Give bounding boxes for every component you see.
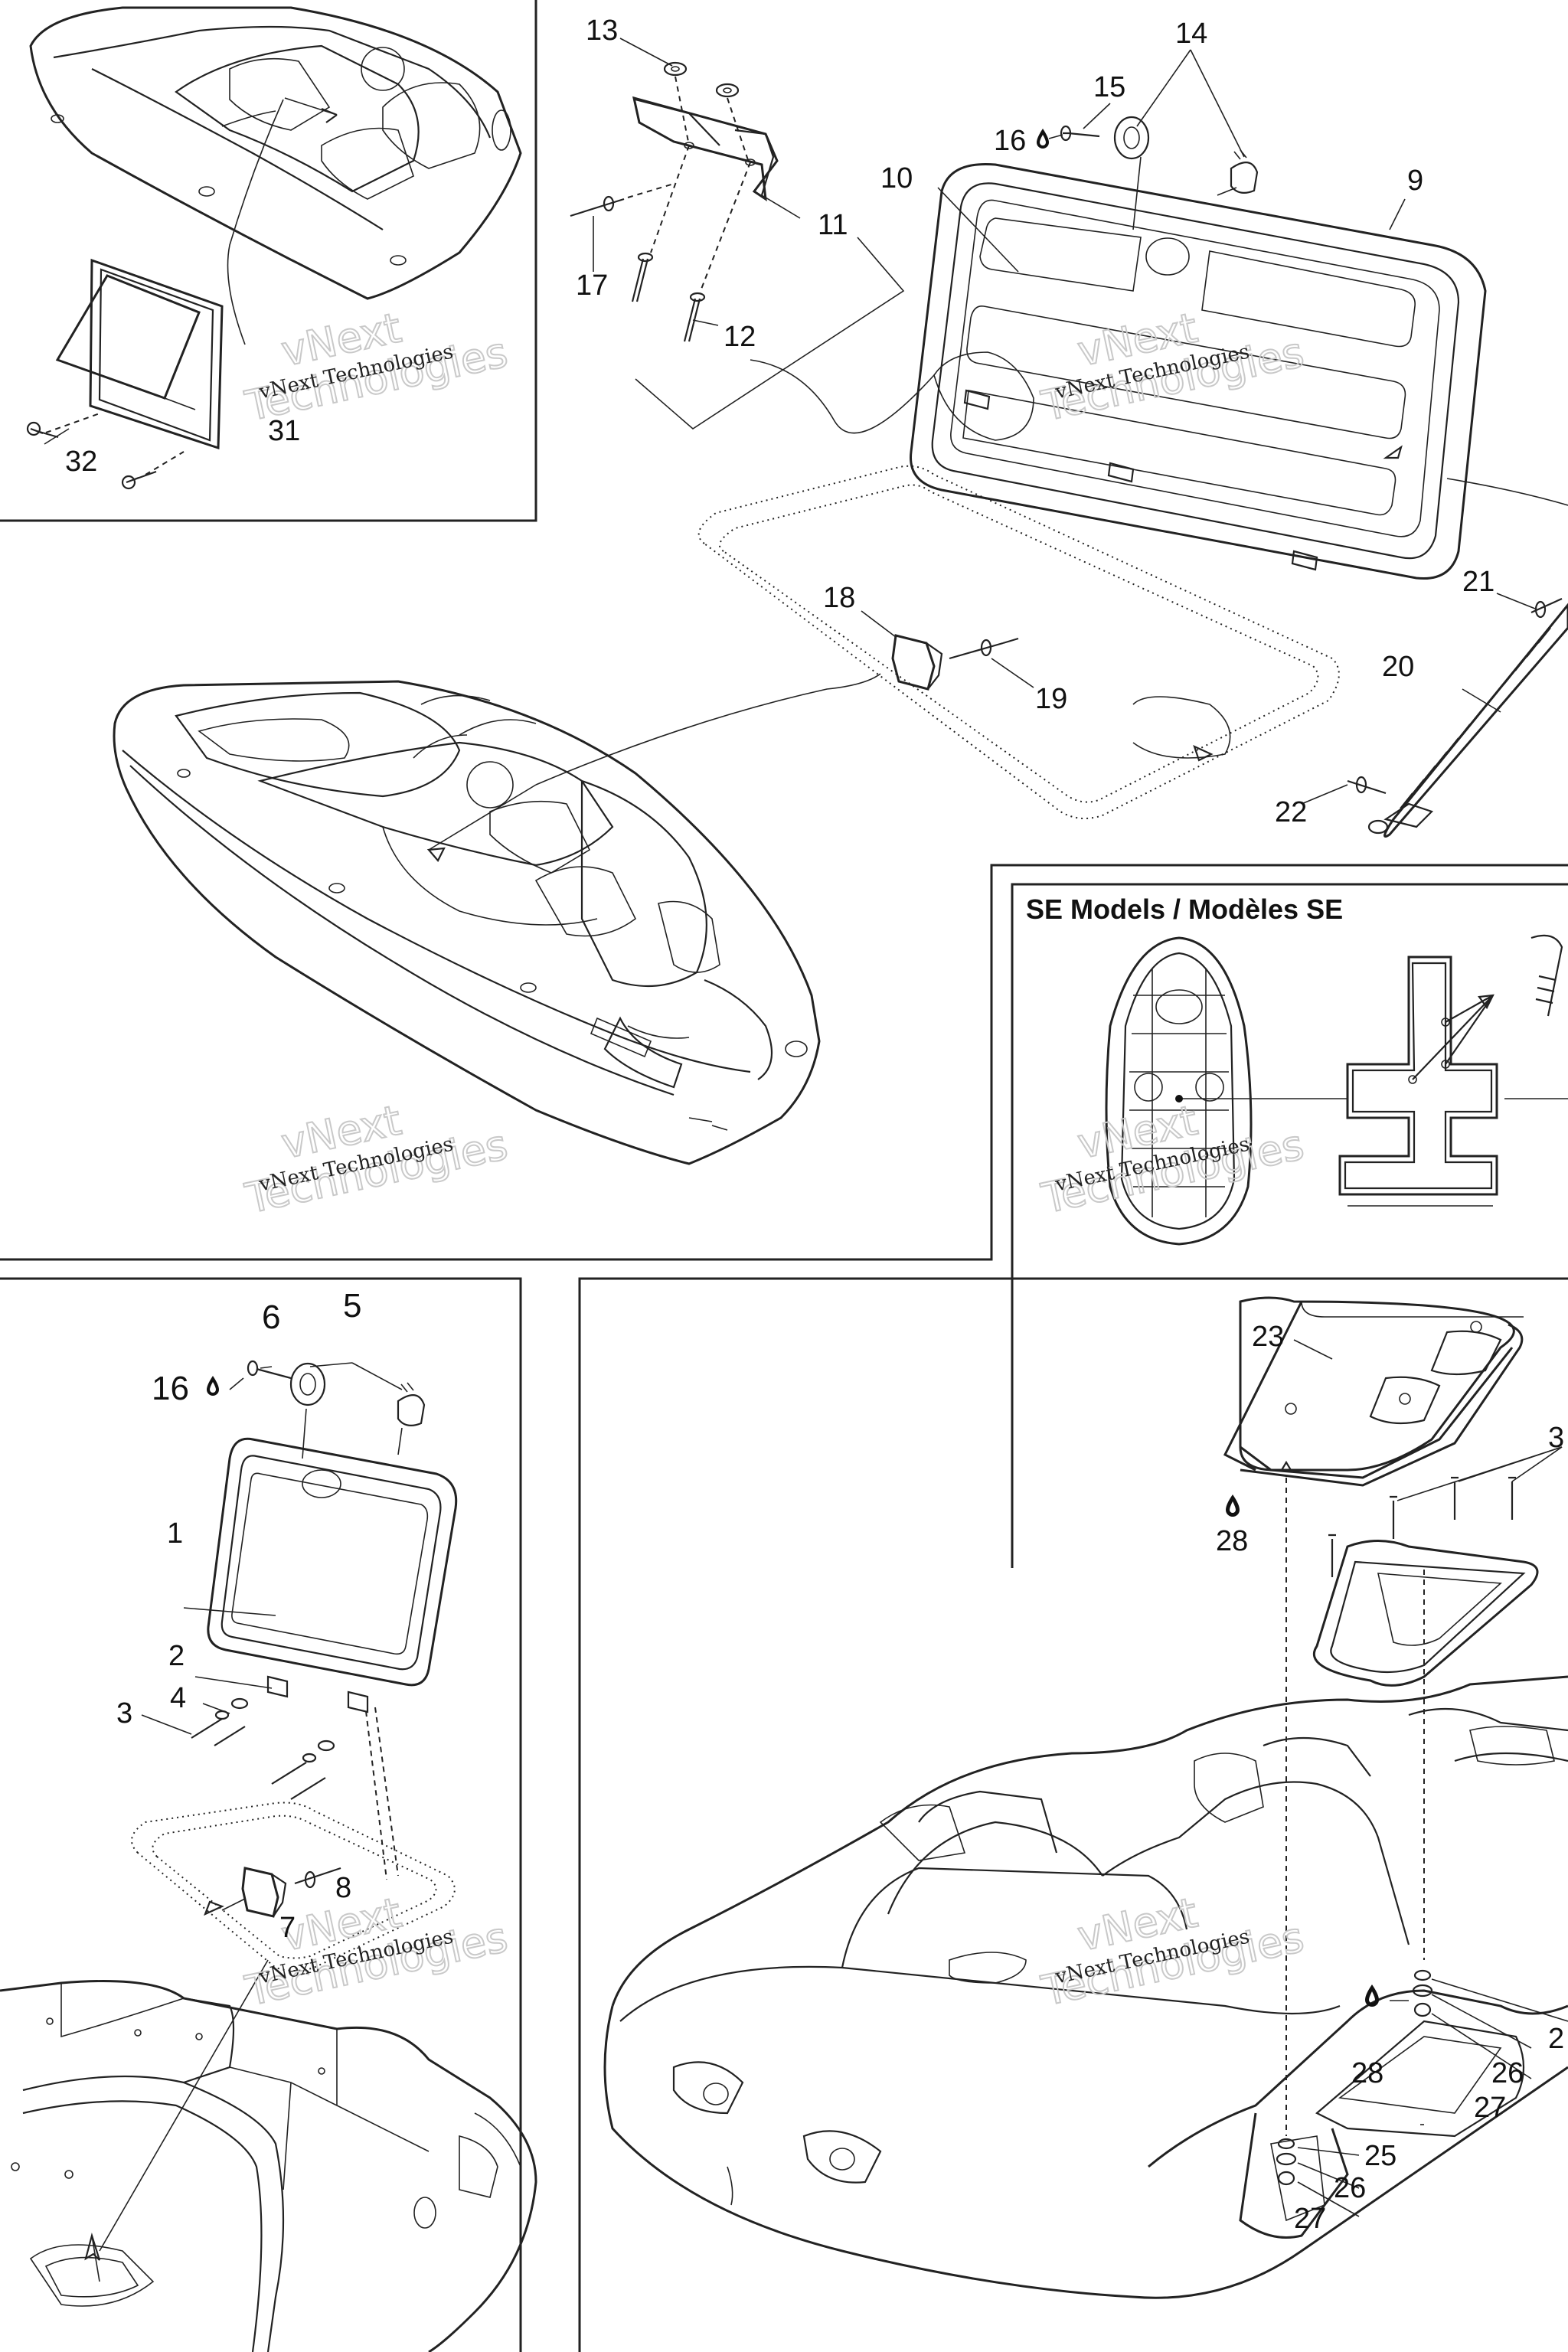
watermark: vNext Technologies vNext Technologies (1037, 302, 1308, 431)
leader-lines (44, 38, 1563, 2125)
callout-31: 31 (268, 415, 300, 447)
callout-25: 25 (1364, 2140, 1396, 2172)
callout-26: 26 (1491, 2057, 1524, 2089)
callout-10: 10 (880, 162, 913, 194)
callout-19: 19 (1035, 683, 1067, 715)
callout-16: 16 (994, 125, 1026, 157)
callout-3: 3 (116, 1697, 132, 1730)
callout-26b: 26 (1334, 2172, 1366, 2204)
frame-main-top (0, 864, 1568, 1261)
compartment-lid-assembly (131, 1360, 458, 1971)
callout-15: 15 (1093, 71, 1125, 103)
main-boat (113, 673, 881, 1165)
frame-top-left-inset (0, 0, 537, 522)
callout-20: 20 (1382, 651, 1414, 683)
gas-strut (1347, 478, 1568, 838)
frame-bottom-right (578, 1277, 1568, 2352)
watermark: vNext Technologies vNext Technologies (240, 1887, 512, 2016)
rear-platform-assembly (603, 1296, 1568, 2299)
callout-27: 27 (1474, 2092, 1506, 2124)
callout-8: 8 (335, 1872, 351, 1904)
callout-16b: 16 (152, 1370, 189, 1407)
hinge-bracket (570, 61, 905, 430)
callout-7: 7 (279, 1912, 296, 1944)
callout-6: 6 (262, 1298, 280, 1336)
callout-9: 9 (1407, 165, 1423, 197)
frame-bottom-left (0, 1277, 522, 2352)
callout-18: 18 (823, 582, 855, 614)
callout-32: 32 (65, 446, 97, 478)
callout-12: 12 (724, 321, 756, 353)
callout-4: 4 (170, 1682, 186, 1714)
frame-se-models (1011, 883, 1568, 1568)
sealant-drop-icon (1226, 1494, 1240, 1517)
callout-22: 22 (1275, 796, 1307, 828)
callout-13: 13 (586, 15, 618, 47)
boat-rear-left (0, 1959, 537, 2352)
watermarks: vNext Technologies vNext Technologies vN… (240, 302, 1308, 2016)
storage-opening-outline (697, 465, 1340, 819)
callout-28: 28 (1216, 1525, 1248, 1557)
callout-17: 17 (576, 270, 608, 302)
sealant-drop-icon (1037, 129, 1049, 149)
callout-21: 21 (1462, 566, 1494, 598)
callout-27b: 27 (1294, 2203, 1326, 2235)
sealant-drop-icon (1365, 1984, 1379, 2007)
sealant-markers (207, 129, 1379, 2007)
callout-14: 14 (1175, 18, 1207, 50)
callout-labels: 13 14 15 16 10 9 11 17 12 31 32 18 21 20… (65, 15, 1564, 2235)
se-models-heading: SE Models / Modèles SE (1026, 893, 1343, 925)
callout-5: 5 (343, 1287, 361, 1325)
callout-2: 2 (168, 1640, 185, 1672)
watermark: vNext Technologies vNext Technologies (240, 302, 512, 431)
callout-3-right: 3 (1548, 1422, 1564, 1454)
callout-28b: 28 (1351, 2057, 1383, 2089)
watermark: vNext Technologies vNext Technologies (240, 1095, 512, 1223)
callout-23: 23 (1252, 1321, 1284, 1353)
watermark: vNext Technologies vNext Technologies (1037, 1095, 1308, 1223)
callout-1: 1 (167, 1517, 183, 1550)
inset-boat-glovebox (26, 6, 522, 490)
callout-2-right: 2 (1548, 2023, 1564, 2055)
callout-11: 11 (818, 209, 848, 241)
se-models-inset (1105, 934, 1568, 1246)
sealant-drop-icon (207, 1376, 219, 1396)
